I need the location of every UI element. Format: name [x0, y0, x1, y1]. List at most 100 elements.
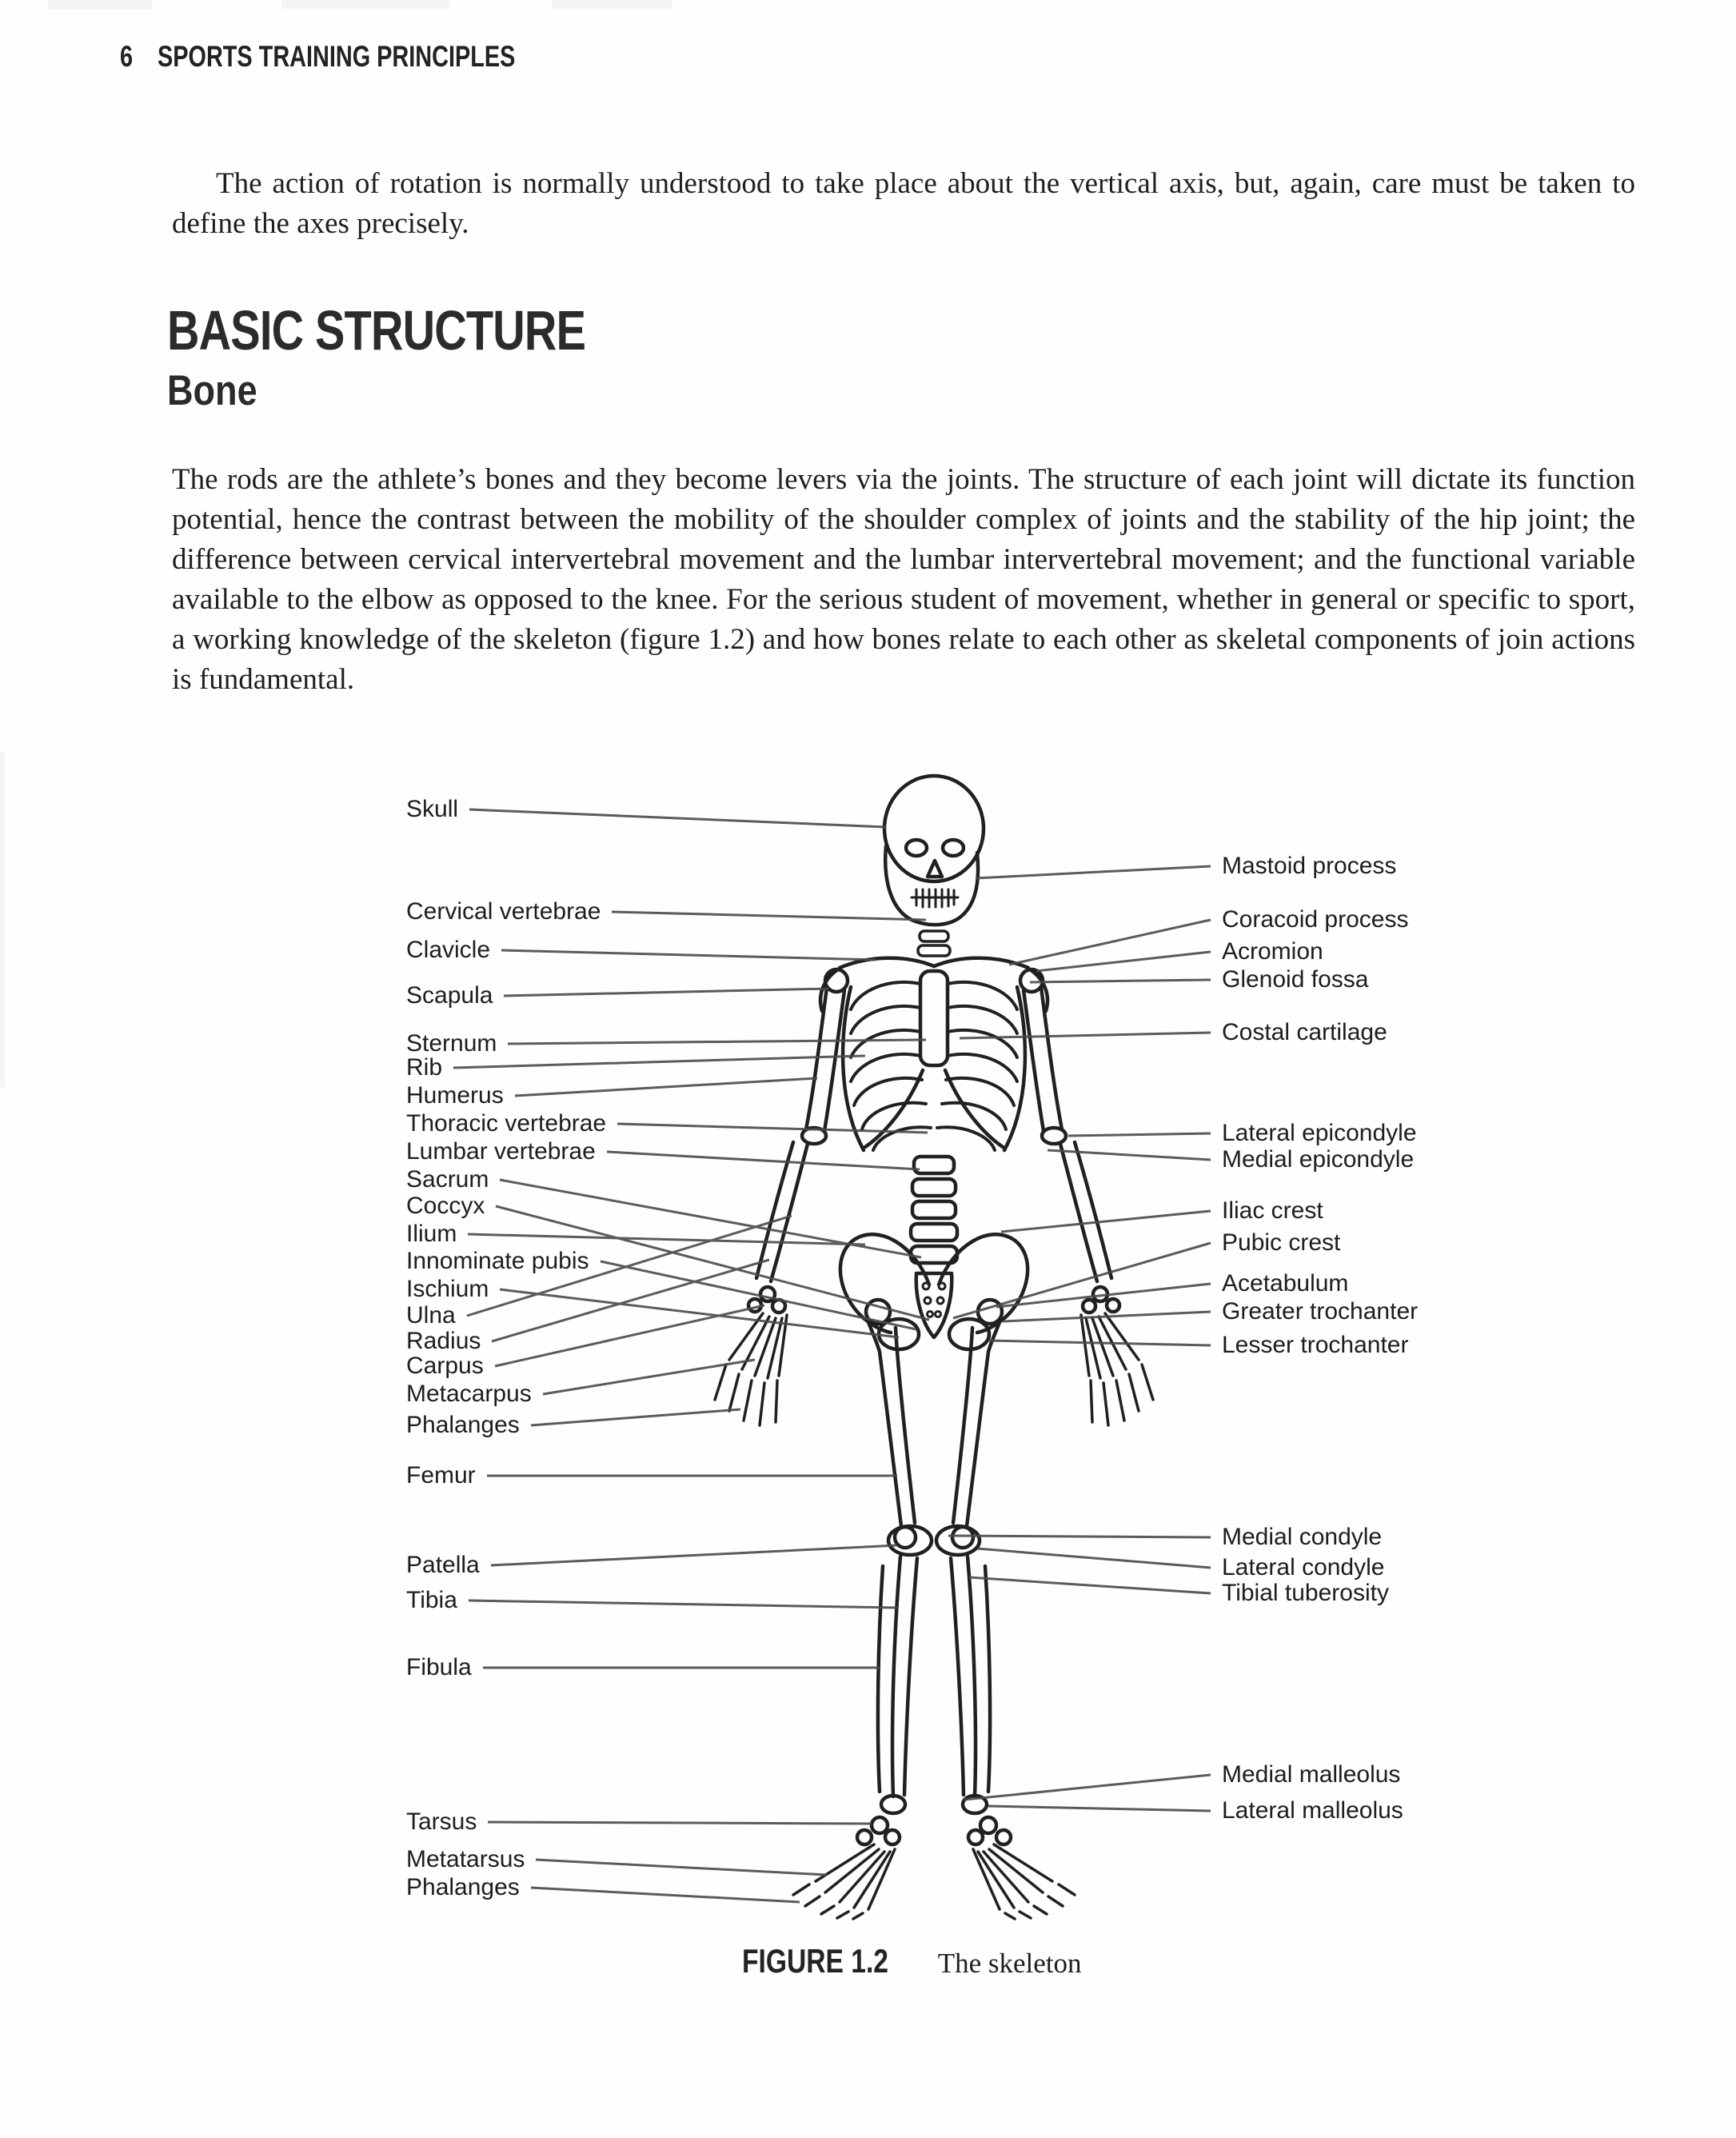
bone-label-medial-malleolus: Medial malleolus — [1222, 1761, 1401, 1788]
bone-label-glenoid-fossa: Glenoid fossa — [1222, 966, 1369, 993]
subsection-heading: Bone — [167, 367, 257, 414]
bone-label-phalanges: Phalanges — [406, 1412, 520, 1438]
figure-caption-label: FIGURE 1.2 — [742, 1942, 888, 1980]
figure-caption-text: The skeleton — [937, 1948, 1082, 1979]
leader-line — [1000, 1209, 1211, 1233]
leader-line — [499, 1288, 900, 1339]
bone-label-acromion: Acromion — [1222, 938, 1323, 965]
scan-artifact — [281, 0, 449, 9]
bone-label-mastoid-process: Mastoid process — [1222, 853, 1397, 879]
leader-line — [976, 1547, 1211, 1569]
leader-line — [611, 910, 927, 921]
leader-line — [996, 1282, 1211, 1309]
leader-line — [952, 1241, 1211, 1320]
leader-line — [467, 1233, 866, 1246]
leader-line — [1008, 918, 1211, 966]
bone-label-innominate-pubis: Innominate pubis — [406, 1248, 589, 1274]
leader-line — [466, 1214, 792, 1317]
leader-line — [600, 1260, 917, 1331]
page-number: 6 — [120, 40, 134, 73]
bone-label-metacarpus: Metacarpus — [406, 1381, 532, 1407]
figure-caption: FIGURE 1.2 The skeleton — [742, 1942, 1082, 1980]
leader-line — [542, 1358, 756, 1396]
leader-line — [1029, 978, 1211, 984]
leader-line — [530, 1886, 800, 1904]
bone-label-coccyx: Coccyx — [406, 1193, 485, 1219]
scan-artifact — [552, 0, 672, 9]
leader-line — [514, 1077, 818, 1097]
bone-label-lesser-trochanter: Lesser trochanter — [1222, 1332, 1409, 1358]
leader-line — [606, 1150, 920, 1171]
bone-label-tibia: Tibia — [406, 1587, 457, 1613]
bone-label-rib: Rib — [406, 1054, 443, 1081]
bone-label-femur: Femur — [406, 1462, 476, 1489]
bone-label-greater-trochanter: Greater trochanter — [1222, 1298, 1419, 1325]
scan-artifact — [48, 0, 152, 10]
bone-label-carpus: Carpus — [406, 1353, 484, 1379]
leader-lines — [453, 808, 1211, 1904]
bone-label-humerus: Humerus — [406, 1082, 504, 1109]
skeleton-drawing — [713, 773, 1155, 1920]
bone-label-skull: Skull — [406, 796, 459, 822]
bone-label-patella: Patella — [406, 1552, 480, 1578]
bone-label-radius: Radius — [406, 1328, 481, 1354]
bone-label-tarsus: Tarsus — [406, 1808, 477, 1835]
bone-label-sternum: Sternum — [406, 1030, 497, 1057]
running-head-title: SPORTS TRAINING PRINCIPLES — [157, 40, 515, 73]
bone-label-sacrum: Sacrum — [406, 1166, 489, 1193]
body-paragraph: The rods are the athlete’s bones and the… — [172, 463, 1635, 696]
section-heading: BASIC STRUCTURE — [167, 299, 586, 362]
running-head: 6 SPORTS TRAINING PRINCIPLES — [120, 40, 616, 74]
bone-label-clavicle: Clavicle — [406, 937, 491, 963]
bone-label-iliac-crest: Iliac crest — [1222, 1197, 1323, 1224]
bone-label-phalanges: Phalanges — [406, 1874, 520, 1900]
leader-line — [948, 1534, 1211, 1539]
intro-paragraph: The action of rotation is normally under… — [172, 167, 1635, 240]
bone-label-acetabulum: Acetabulum — [1222, 1270, 1349, 1297]
leader-line — [530, 1408, 741, 1427]
leader-line — [468, 1599, 898, 1609]
bone-label-tibial-tuberosity: Tibial tuberosity — [1222, 1580, 1389, 1606]
bone-label-cervical-vertebrae: Cervical vertebrae — [406, 898, 601, 925]
leader-line — [968, 1576, 1211, 1595]
bone-label-coracoid-process: Coracoid process — [1222, 906, 1409, 933]
leader-line — [964, 1773, 1211, 1801]
leader-line — [491, 1258, 770, 1343]
leader-line — [1047, 1149, 1211, 1161]
bone-label-fibula: Fibula — [406, 1654, 472, 1680]
bone-label-pubic-crest: Pubic crest — [1222, 1229, 1341, 1256]
bone-label-lateral-malleolus: Lateral malleolus — [1222, 1797, 1403, 1824]
leader-line — [501, 949, 876, 961]
bone-label-lateral-epicondyle: Lateral epicondyle — [1222, 1120, 1417, 1146]
bone-label-ulna: Ulna — [406, 1302, 456, 1329]
leader-line — [617, 1122, 928, 1134]
leader-line — [507, 1038, 927, 1045]
leader-line — [494, 1304, 765, 1368]
bone-label-medial-epicondyle: Medial epicondyle — [1222, 1146, 1415, 1173]
scan-artifact — [0, 752, 5, 1088]
bone-label-thoracic-vertebrae: Thoracic vertebrae — [406, 1110, 607, 1137]
leader-line — [959, 1031, 1211, 1040]
leader-line — [988, 1339, 1211, 1347]
leader-line — [535, 1858, 828, 1876]
bone-label-ischium: Ischium — [406, 1276, 489, 1302]
leader-line — [1036, 950, 1211, 973]
leader-line — [495, 1205, 930, 1321]
bone-label-costal-cartilage: Costal cartilage — [1222, 1019, 1387, 1045]
bone-label-medial-condyle: Medial condyle — [1222, 1524, 1383, 1550]
bone-label-lateral-condyle: Lateral condyle — [1222, 1554, 1385, 1581]
bone-label-scapula: Scapula — [406, 982, 493, 1009]
bone-label-lumbar-vertebrae: Lumbar vertebrae — [406, 1138, 596, 1165]
bone-label-ilium: Ilium — [406, 1221, 457, 1247]
leader-line — [487, 1820, 872, 1825]
leader-line — [1068, 1132, 1211, 1137]
leader-line — [469, 808, 887, 829]
bone-label-metatarsus: Metatarsus — [406, 1846, 525, 1872]
leader-line — [503, 987, 829, 997]
leader-line — [490, 1544, 898, 1567]
leader-line — [1002, 1310, 1211, 1323]
